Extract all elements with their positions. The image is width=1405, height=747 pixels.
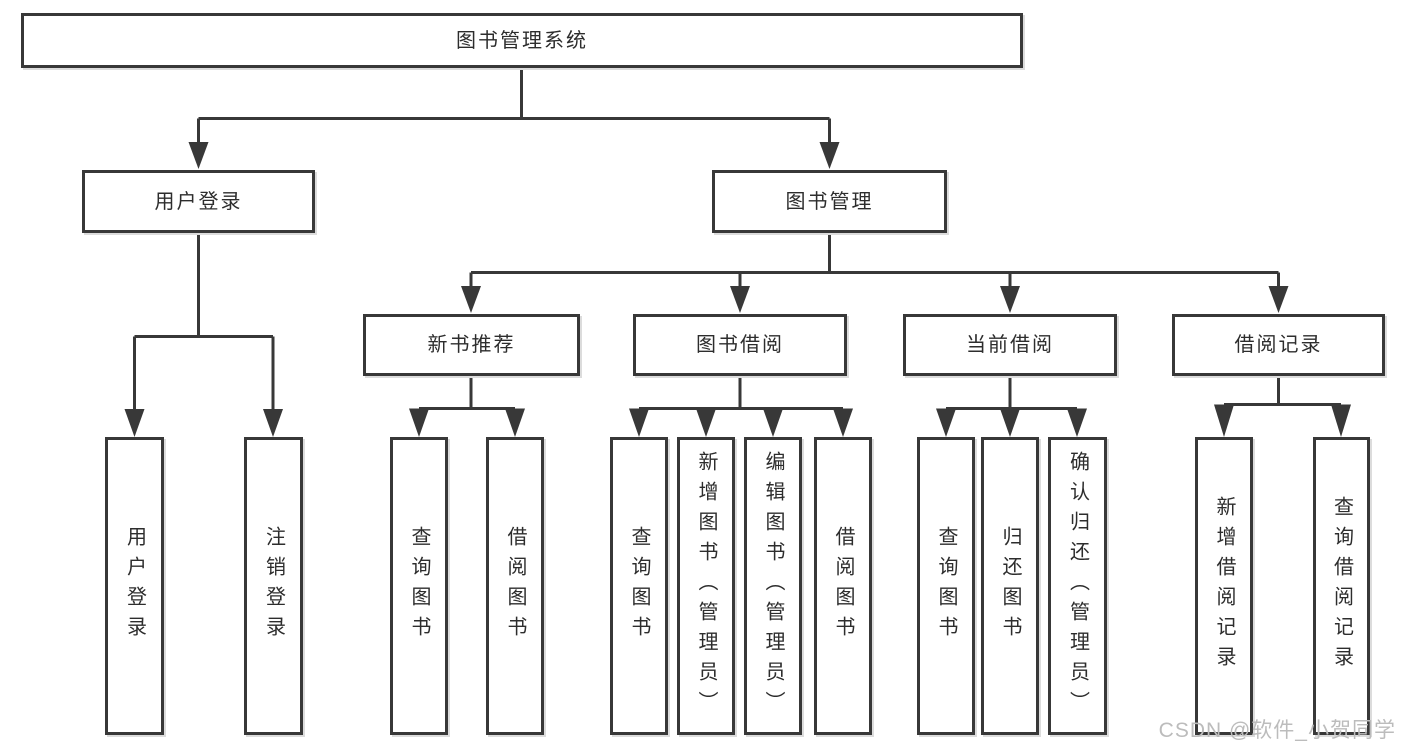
leaf-query-borrow-record: 查询借阅记录 [1313, 437, 1370, 735]
leaf-add-books-admin: 新增图书（管理员） [677, 437, 735, 735]
leaf-logout: 注销登录 [244, 437, 303, 735]
leaf-add-borrow-record: 新增借阅记录 [1195, 437, 1253, 735]
leaf-borrow-books: 借阅图书 [814, 437, 872, 735]
node-book-borrowing: 图书借阅 [633, 314, 847, 376]
leaf-query-books-recommend: 查询图书 [390, 437, 448, 735]
leaf-user-login: 用户登录 [105, 437, 164, 735]
node-user-login: 用户登录 [82, 170, 315, 233]
leaf-query-books-borrowing: 查询图书 [610, 437, 668, 735]
node-current-borrowing: 当前借阅 [903, 314, 1117, 376]
node-book-management: 图书管理 [712, 170, 947, 233]
leaf-borrow-books-recommend: 借阅图书 [486, 437, 544, 735]
leaf-confirm-return-admin: 确认归还（管理员） [1048, 437, 1107, 735]
node-new-book-recommendation: 新书推荐 [363, 314, 580, 376]
node-library-management-system: 图书管理系统 [21, 13, 1023, 68]
node-borrowing-records: 借阅记录 [1172, 314, 1385, 376]
csdn-watermark: CSDN @软件_小贺同学 [1158, 719, 1396, 742]
leaf-return-books: 归还图书 [981, 437, 1039, 735]
leaf-query-books-current: 查询图书 [917, 437, 975, 735]
leaf-edit-books-admin: 编辑图书（管理员） [744, 437, 802, 735]
